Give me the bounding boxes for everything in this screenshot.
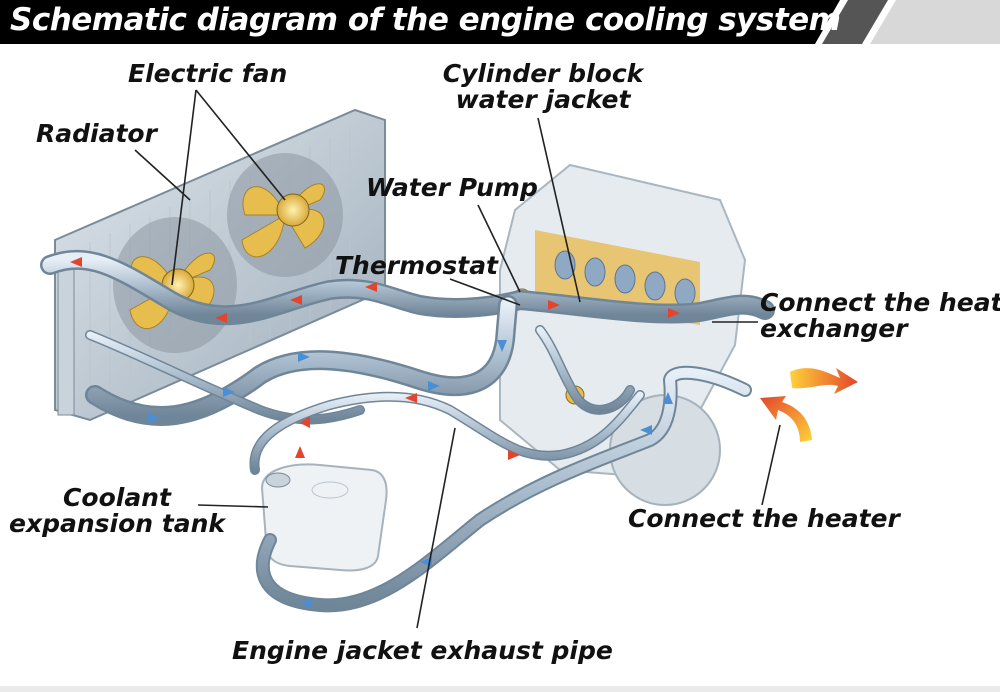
label-heat-exchanger: Connect the heat exchanger bbox=[760, 290, 1000, 341]
label-heat-exchanger-line2: exchanger bbox=[760, 313, 908, 343]
label-electric-fan: Electric fan bbox=[128, 59, 288, 88]
label-water-pump: Water Pump bbox=[366, 173, 538, 202]
label-radiator: Radiator bbox=[36, 119, 157, 148]
label-cylinder-block-line1: Cylinder block bbox=[442, 59, 644, 88]
label-cylinder-block-water-jacket: Cylinder block water jacket bbox=[438, 61, 648, 112]
label-coolant-tank-line1: Coolant bbox=[63, 483, 171, 512]
label-connect-heater: Connect the heater bbox=[628, 504, 900, 533]
diagram-title: Schematic diagram of the engine cooling … bbox=[10, 2, 841, 38]
title-bar-background bbox=[0, 0, 1000, 44]
bottom-border bbox=[0, 686, 1000, 692]
label-heat-exchanger-line1: Connect the heat bbox=[760, 288, 1000, 317]
label-coolant-tank-line2: expansion tank bbox=[8, 508, 225, 538]
label-cylinder-block-line2: water jacket bbox=[455, 84, 631, 114]
leader-lines bbox=[134, 89, 781, 629]
label-engine-jacket-exhaust-pipe: Engine jacket exhaust pipe bbox=[232, 636, 613, 665]
heater-flow-arrow-icon bbox=[760, 396, 812, 442]
heat-exchanger-flow-arrow-icon bbox=[790, 368, 858, 394]
label-thermostat: Thermostat bbox=[335, 251, 499, 280]
hot-flow-arrows bbox=[70, 257, 680, 460]
label-coolant-expansion-tank: Coolant expansion tank bbox=[6, 485, 228, 536]
electric-fan-upper bbox=[227, 153, 343, 277]
coolant-pipes bbox=[40, 249, 775, 613]
cold-flow-arrows bbox=[148, 340, 673, 608]
coolant-expansion-tank-illustration bbox=[260, 463, 388, 572]
